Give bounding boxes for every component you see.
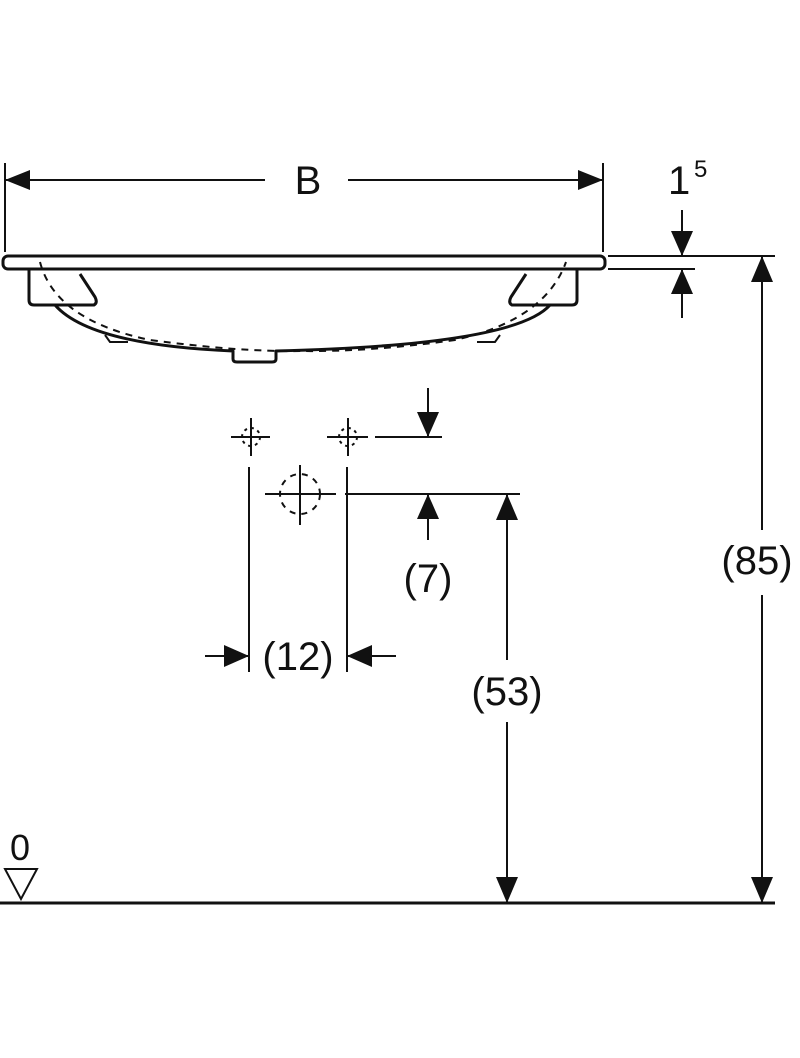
tap-holes xyxy=(231,418,368,525)
arrow-up-icon xyxy=(671,269,693,294)
floor-level-label: 0 xyxy=(10,827,30,868)
arrow-up-icon xyxy=(417,494,439,519)
arrow-down-icon xyxy=(417,412,439,437)
arrow-right-icon xyxy=(578,170,603,190)
arrow-down-icon xyxy=(751,877,773,903)
total-height-label: (85) xyxy=(721,539,792,583)
arrow-up-icon xyxy=(496,494,518,520)
rim-thickness-superscript: 5 xyxy=(694,156,707,183)
tap-offset-label: (7) xyxy=(404,557,453,601)
tap-spacing-label: (12) xyxy=(262,635,333,679)
tap-hole-left xyxy=(231,418,270,456)
floor-level: 0 xyxy=(0,827,775,905)
tap-hole-right xyxy=(327,418,368,456)
width-label: B xyxy=(295,159,322,203)
tap-spacing-dimension: (12) xyxy=(205,467,396,679)
basin-outline xyxy=(1,254,607,364)
arrow-down-icon xyxy=(496,877,518,903)
arrow-left-icon xyxy=(5,170,30,190)
tap-offset-dimension: (7) xyxy=(345,388,520,601)
arrow-down-icon xyxy=(671,231,693,256)
arrow-left-icon xyxy=(347,645,372,667)
width-dimension: B xyxy=(4,159,604,252)
rim-thickness-label: 1 xyxy=(668,159,690,203)
waste-height-label: (53) xyxy=(471,670,542,714)
waste-outlet xyxy=(265,465,336,525)
waste-height-dimension: (53) xyxy=(471,494,543,903)
arrow-right-icon xyxy=(224,645,249,667)
arrow-up-icon xyxy=(751,256,773,282)
total-height-dimension: (85) xyxy=(608,255,793,903)
rim-thickness-dimension: 1 5 xyxy=(608,156,707,318)
level-triangle-icon xyxy=(3,868,39,902)
